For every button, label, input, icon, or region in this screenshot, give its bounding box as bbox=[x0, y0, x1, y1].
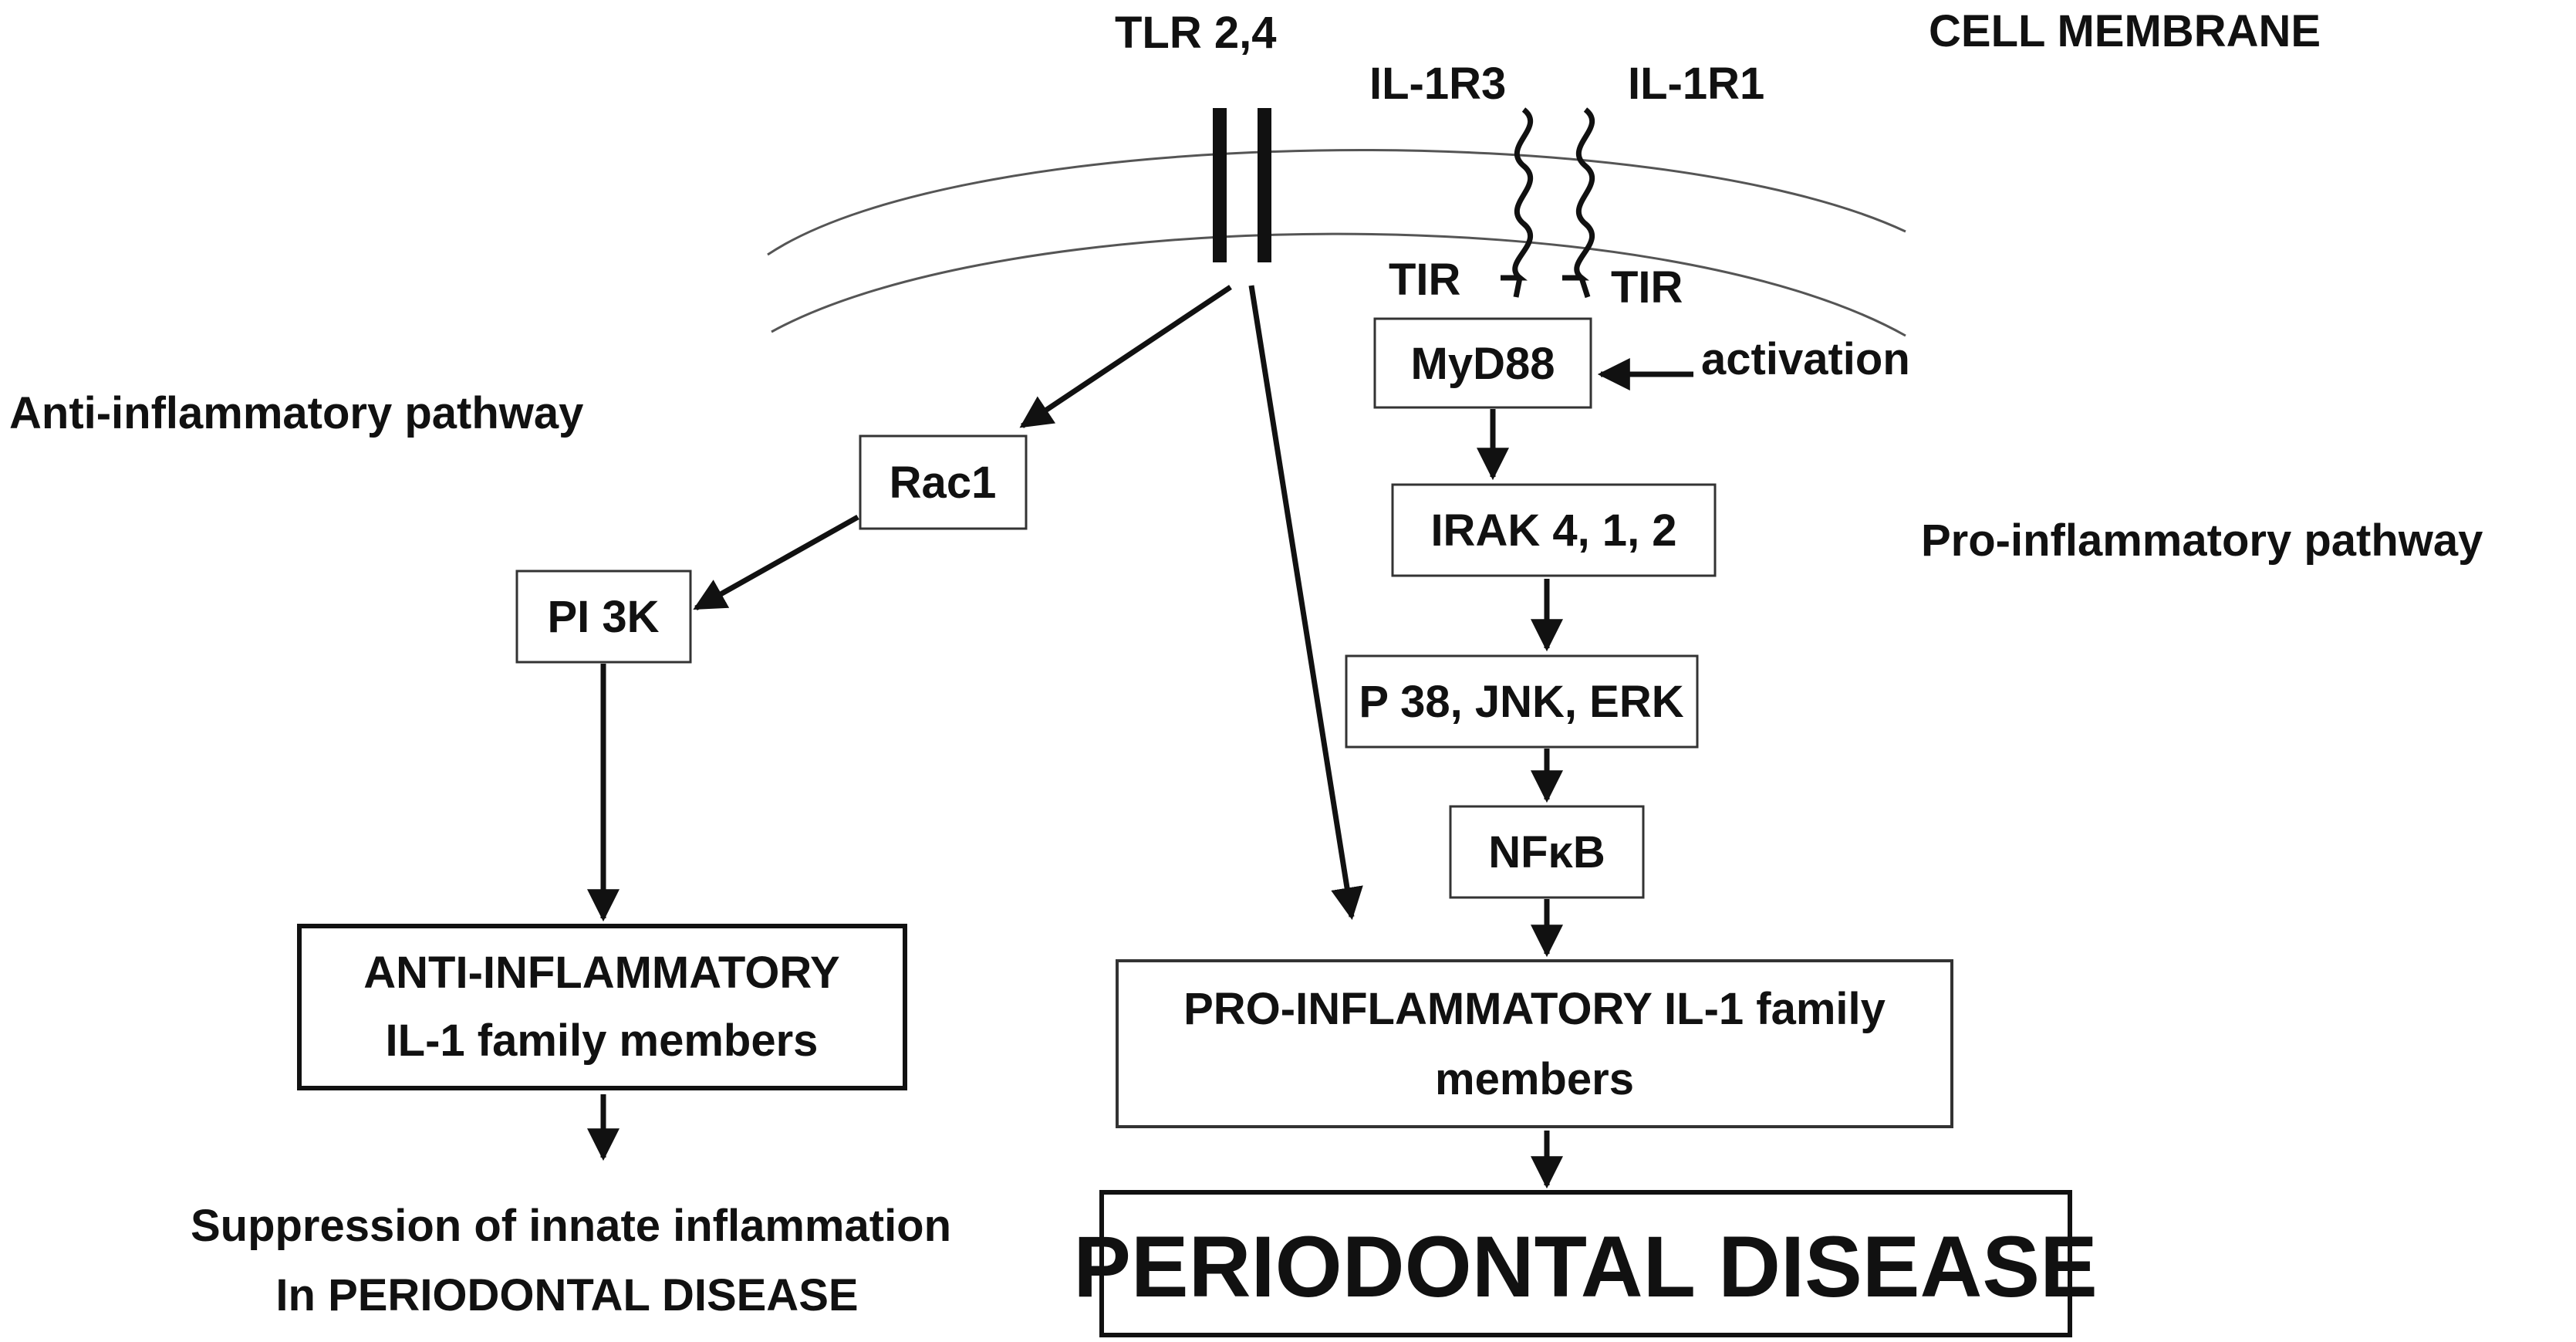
rac1-label: Rac1 bbox=[890, 458, 997, 508]
activation-label: activation bbox=[1701, 334, 1910, 384]
tir-label-left: TIR bbox=[1389, 255, 1460, 305]
nfkb-node: NFκB bbox=[1449, 805, 1645, 899]
pro-box-line2: members bbox=[1435, 1054, 1634, 1104]
periodontal-disease-box: PERIODONTAL DISEASE bbox=[1073, 1190, 2098, 1337]
myd88-node: MyD88 bbox=[1373, 317, 1592, 409]
pro-inflammatory-pathway-label: Pro-inflammatory pathway bbox=[1921, 516, 2483, 566]
arrow-rac1-to-pi3k bbox=[693, 514, 859, 611]
suppression-line1: Suppression of innate inflammation bbox=[191, 1201, 951, 1251]
tlr-bar-left bbox=[1213, 108, 1227, 262]
tlr-label: TLR 2,4 bbox=[1115, 8, 1277, 58]
tlr-bar-right bbox=[1258, 108, 1271, 262]
tir-label-right: TIR bbox=[1611, 262, 1683, 313]
periodontal-disease-label: PERIODONTAL DISEASE bbox=[1073, 1219, 2098, 1315]
suppression-line2: In PERIODONTAL DISEASE bbox=[275, 1270, 858, 1320]
membrane-inner-arc bbox=[771, 232, 1906, 337]
mapk-label: P 38, JNK, ERK bbox=[1359, 677, 1683, 727]
pro-box-line1: PRO-INFLAMMATORY IL-1 family bbox=[1183, 984, 1886, 1034]
irak-node: IRAK 4, 1, 2 bbox=[1391, 483, 1717, 577]
arrow-tlr-to-rac1 bbox=[1019, 285, 1232, 428]
myd88-label: MyD88 bbox=[1411, 339, 1555, 389]
anti-box-line2: IL-1 family members bbox=[386, 1016, 819, 1066]
nfkb-label: NFκB bbox=[1488, 827, 1605, 877]
membrane-outer-arc bbox=[767, 149, 1906, 256]
anti-inflammatory-pathway-label: Anti-inflammatory pathway bbox=[9, 388, 583, 438]
pi3k-node: PI 3K bbox=[515, 570, 692, 664]
il1r1-receptor-icon bbox=[1562, 107, 1595, 299]
mapk-node: P 38, JNK, ERK bbox=[1345, 654, 1699, 749]
cell-membrane-label: CELL MEMBRANE bbox=[1929, 6, 2321, 56]
rac1-node: Rac1 bbox=[859, 434, 1028, 530]
il1r3-receptor-icon bbox=[1501, 107, 1533, 298]
arrow-tlr-to-pro bbox=[1248, 285, 1363, 921]
pro-inflammatory-box: PRO-INFLAMMATORY IL-1 family members bbox=[1116, 959, 1953, 1128]
pi3k-label: PI 3K bbox=[547, 592, 659, 642]
irak-label: IRAK 4, 1, 2 bbox=[1430, 505, 1676, 556]
il1r3-label: IL-1R3 bbox=[1369, 59, 1506, 109]
anti-box-line1: ANTI-INFLAMMATORY bbox=[363, 948, 840, 998]
anti-inflammatory-box: ANTI-INFLAMMATORY IL-1 family members bbox=[297, 924, 907, 1090]
il1r1-label: IL-1R1 bbox=[1628, 59, 1764, 109]
